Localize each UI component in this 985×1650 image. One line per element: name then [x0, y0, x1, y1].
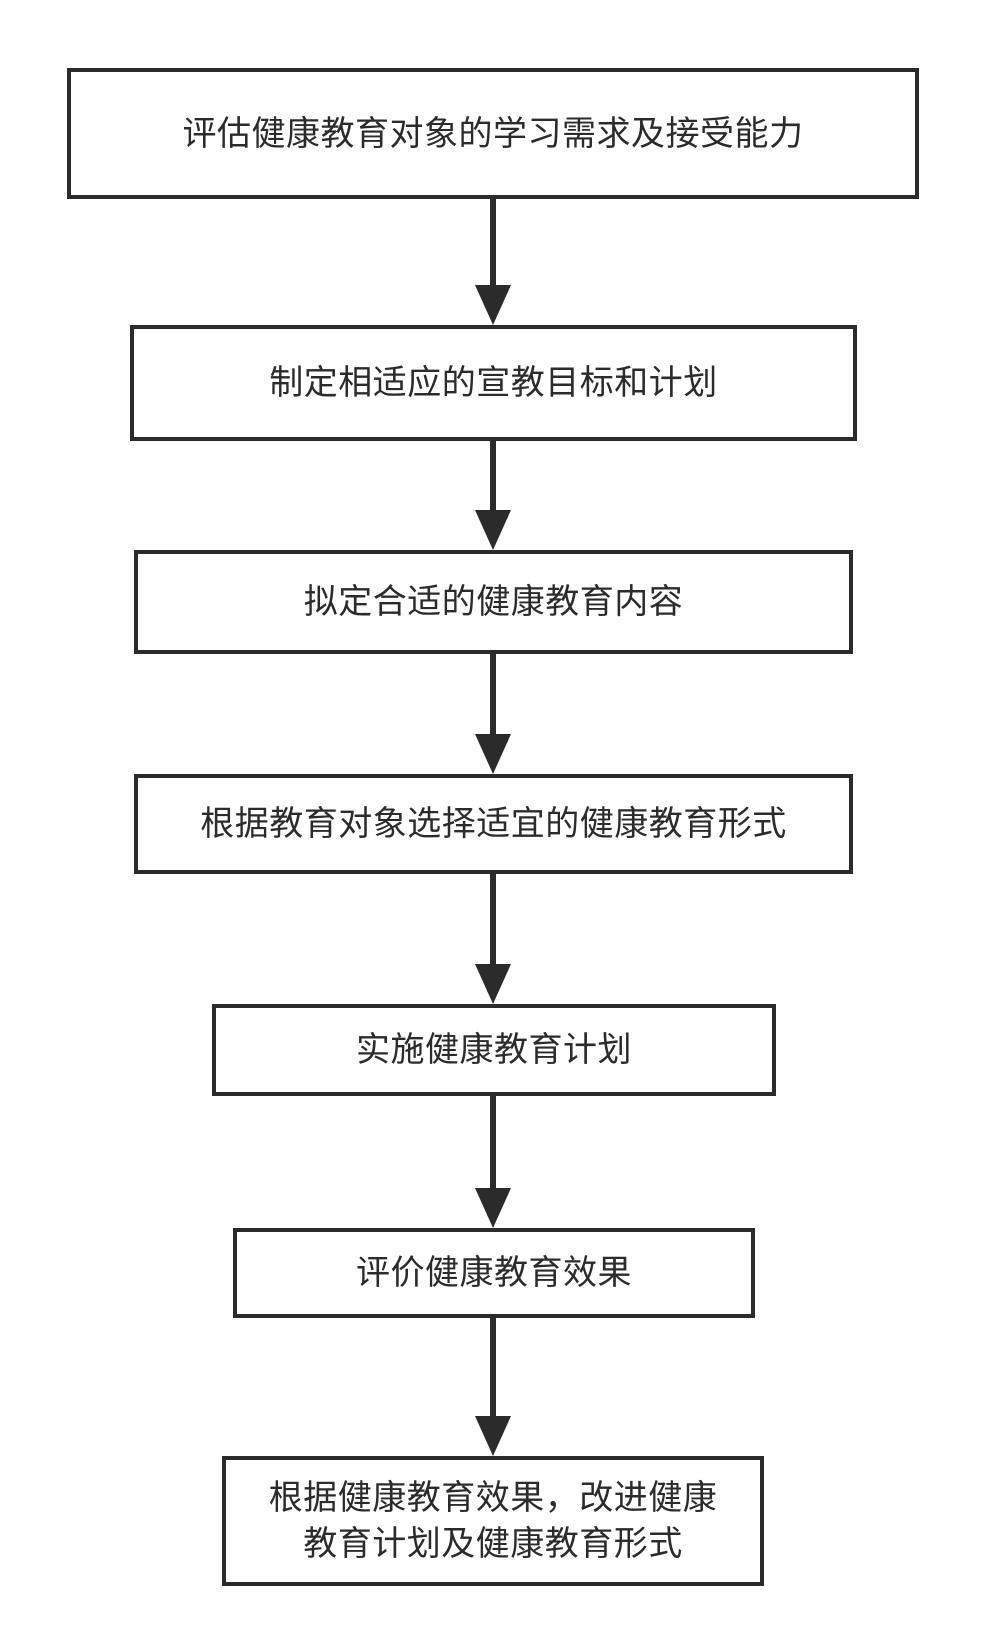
step-box-assess-needs: 评估健康教育对象的学习需求及接受能力: [67, 68, 919, 199]
step-label: 制定相适应的宣教目标和计划: [269, 363, 718, 403]
step-box-choose-format: 根据教育对象选择适宜的健康教育形式: [134, 774, 853, 874]
step-label: 评价健康教育效果: [356, 1253, 632, 1293]
step-box-improve-plan: 根据健康教育效果，改进健康 教育计划及健康教育形式: [222, 1456, 764, 1586]
step-box-evaluate-effect: 评价健康教育效果: [233, 1228, 755, 1318]
step-box-implement-plan: 实施健康教育计划: [212, 1004, 776, 1096]
step-box-draft-content: 拟定合适的健康教育内容: [134, 550, 853, 654]
flow-arrow: [475, 441, 511, 550]
flow-arrow: [475, 199, 511, 325]
step-label: 实施健康教育计划: [356, 1030, 632, 1070]
flow-arrow: [475, 654, 511, 774]
flow-arrow: [475, 1096, 511, 1228]
flow-arrow: [475, 874, 511, 1004]
step-label: 根据教育对象选择适宜的健康教育形式: [200, 804, 787, 844]
step-label: 评估健康教育对象的学习需求及接受能力: [182, 113, 804, 154]
step-box-set-goals: 制定相适应的宣教目标和计划: [130, 325, 857, 441]
step-label: 拟定合适的健康教育内容: [303, 582, 684, 622]
flow-arrow: [475, 1318, 511, 1456]
step-label: 根据健康教育效果，改进健康 教育计划及健康教育形式: [268, 1478, 718, 1564]
